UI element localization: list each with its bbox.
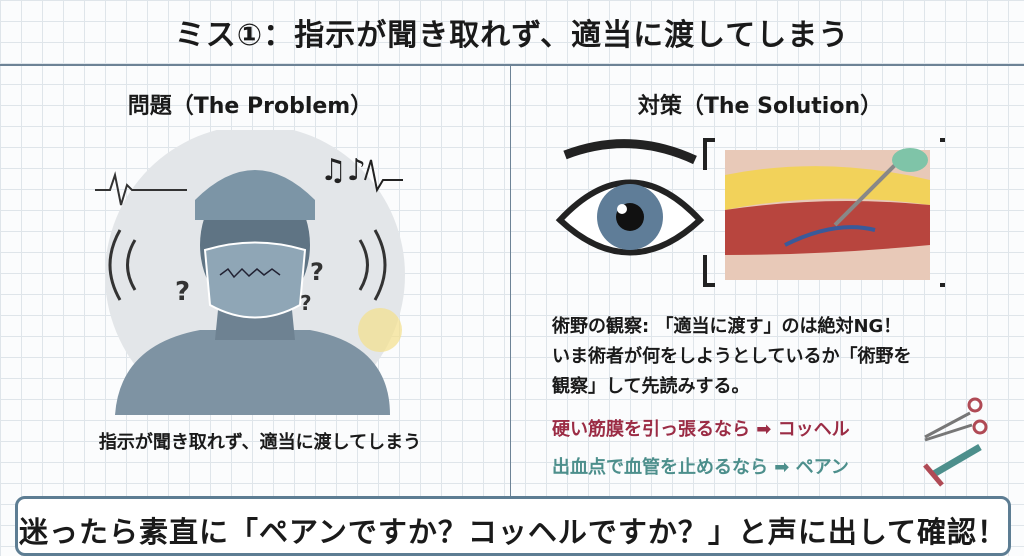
divider xyxy=(0,64,1024,66)
observe-surgical-field-illustration xyxy=(555,138,945,287)
svg-text:?: ? xyxy=(300,291,312,315)
solution-line: いま術者が何をしようとしているか「術野を xyxy=(552,346,912,367)
problem-caption: 指示が聞き取れず、適当に渡してしまう xyxy=(98,432,422,453)
page-title: ミス①：指示が聞き取れず、適当に渡してしまう xyxy=(174,18,850,53)
divider xyxy=(510,66,511,496)
confirm-banner: 迷ったら素直に「ペアンですか？コッヘルですか？」と声に出して確認！ xyxy=(15,496,1011,556)
svg-text:♫♪: ♫♪ xyxy=(320,153,366,188)
problem-heading: 問題（The Problem） xyxy=(127,94,373,119)
solution-heading: 対策（The Solution） xyxy=(637,94,883,119)
solution-line: 術野の観察: 「適当に渡す」のは絶対NG！ xyxy=(552,316,902,337)
forceps-icon xyxy=(923,397,988,487)
confused-surgeon-illustration: ? ? ? ♫♪ xyxy=(95,130,405,415)
svg-text:?: ? xyxy=(310,258,324,286)
solution-line: 観察」して先読みする。 xyxy=(552,376,750,397)
solution-text: 術野の観察: 「適当に渡す」のは絶対NG！ いま術者が何をしようとしているか「術… xyxy=(552,312,992,402)
svg-text:?: ? xyxy=(175,277,190,307)
tip-kocher: 硬い筋膜を引っ張るなら ➡ コッヘル xyxy=(552,419,850,440)
tip-pean: 出血点で血管を止めるなら ➡ ペアン xyxy=(552,457,849,478)
